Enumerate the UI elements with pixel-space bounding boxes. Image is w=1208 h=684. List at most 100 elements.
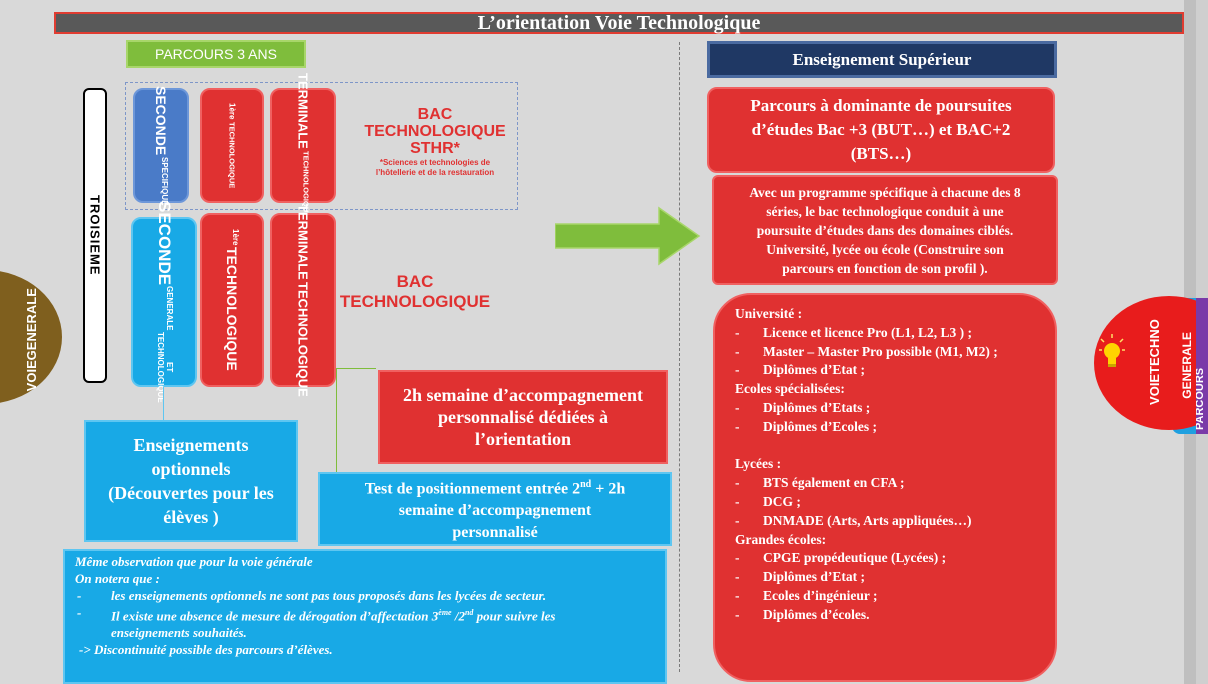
premiere-sthr-sup: 1ère — [227, 103, 237, 120]
column-divider — [679, 42, 680, 672]
observation-last: -> Discontinuité possible des parcours d… — [79, 642, 333, 658]
list-item: -Ecoles d’ingénieur ; — [735, 587, 878, 603]
programme-l1: Avec un programme spécifique à chacune d… — [749, 184, 1021, 200]
test-l1-b: + 2h — [591, 480, 626, 498]
bac-sthr-l2: TECHNOLOGIQUE — [364, 123, 506, 140]
bac-techno-title: BAC TECHNOLOGIQUE — [330, 272, 500, 316]
observation-b2-sup1: ème — [438, 608, 452, 617]
voie-generale-line2: GENERALE — [24, 288, 39, 361]
premiere-sthr-sub: TECHNOLOGIQUE — [227, 121, 237, 188]
terminale-techno-l2: TECHNOLOGIQUE — [295, 281, 311, 397]
observation-b2-sup2: nd — [464, 608, 474, 617]
programme-l4: Université, lycée ou école (Construire s… — [766, 241, 1004, 257]
seconde-spec-sub: SPECIFIQUE — [160, 156, 169, 206]
programme-l3: poursuite d’études dans des domaines cib… — [756, 222, 1014, 238]
troisieme-label: TROISIEME — [84, 88, 106, 383]
debouches-list-box: Université : -Licence et licence Pro (L1… — [713, 293, 1057, 682]
premiere-techno-main: TECHNOLOGIQUE — [224, 247, 240, 372]
observation-l1: Même observation que pour la voie généra… — [75, 554, 313, 569]
generale-label: GENERALE — [1176, 300, 1198, 430]
bac-sthr-note-l2: l’hôtellerie et de la restauration — [375, 168, 495, 177]
seconde-spec-main: SECONDE — [153, 85, 169, 155]
terminale-techno-l1: TERMINALE — [295, 203, 311, 280]
bac-techno-l1: BAC — [396, 272, 434, 291]
bac-sthr-l3: STHR* — [410, 140, 460, 157]
tile-seconde-generale: SECONDE GENERALE ET TECHNOLOGIQUE — [131, 201, 197, 403]
tile-terminale-techno: TERMINALE TECHNOLOGIQUE — [270, 204, 336, 396]
accompagnement-box: 2h semaine d’accompagnement personnalisé… — [378, 370, 668, 464]
tile-terminale-sthr: TERMINALE TECHNOLOGIQUE — [270, 73, 336, 218]
list-item-text: Licence et licence Pro (L1, L2, L3 ) ; — [763, 324, 972, 340]
list-item-text: BTS également en CFA ; — [763, 475, 905, 491]
list-heading-grandes-ecoles: Grandes écoles: — [735, 531, 827, 547]
seconde-gen-sub1: GENERALE — [165, 286, 174, 331]
parcours-dom-l1: Parcours à dominante de poursuites — [750, 96, 1012, 115]
list-item: -DCG ; — [735, 493, 801, 509]
parcours-tab-edge — [1196, 298, 1208, 434]
list-item: -Diplômes d’Ecoles ; — [735, 418, 877, 434]
voie-generale-label: VOIE GENERALE — [14, 288, 50, 391]
list-item-text: DCG ; — [763, 493, 801, 509]
parcours-3-ans-badge: PARCOURS 3 ANS — [126, 40, 306, 68]
observation-bullet-1: -les enseignements optionnels ne sont pa… — [77, 588, 547, 603]
generale-text: GENERALE — [1180, 331, 1194, 399]
observation-b2-b: /2 — [451, 608, 465, 624]
lightbulb-icon — [1099, 334, 1125, 367]
bac-sthr-l1: BAC — [417, 106, 453, 123]
parcours-label: PARCOURS — [1196, 300, 1208, 430]
troisieme-box — [83, 88, 107, 383]
enseignement-superieur-header: Enseignement Supérieur — [707, 41, 1057, 78]
tile-seconde-specifique: SECONDE SPECIFIQUE — [133, 85, 189, 206]
sthr-group-outline — [125, 82, 518, 210]
test-l2: semaine d’accompagnement — [398, 502, 592, 520]
list-item-text: Ecoles d’ingénieur ; — [763, 587, 878, 603]
programme-l2: séries, le bac technologique conduit à u… — [766, 203, 1004, 219]
optionnels-l1: Enseignements — [133, 435, 249, 455]
observation-bullet-2: -Il existe une absence de mesure de déro… — [77, 605, 556, 624]
bac-techno-l2: TECHNOLOGIQUE — [339, 292, 491, 311]
tile-premiere-sthr: 1ère TECHNOLOGIQUE — [200, 88, 264, 203]
list-item-text: Diplômes d’Ecoles ; — [763, 418, 877, 434]
accompagnement-l2: personnalisé dédiées à — [437, 407, 608, 427]
seconde-to-optionnels-connector — [163, 387, 164, 421]
list-item-text: Master – Master Pro possible (M1, M2) ; — [763, 343, 998, 359]
list-item: -DNMADE (Arts, Arts appliquées…) — [735, 512, 972, 528]
list-item: -Diplômes d’Etats ; — [735, 399, 871, 415]
list-item-text: Diplômes d’Etat ; — [763, 569, 865, 585]
accompagnement-l1: 2h semaine d’accompagnement — [403, 385, 643, 405]
list-heading-lycees: Lycées : — [735, 456, 782, 472]
list-item-text: Diplômes d’écoles. — [763, 606, 870, 622]
programme-box: Avec un programme spécifique à chacune d… — [712, 175, 1058, 285]
tile-premiere-techno: 1ère TECHNOLOGIQUE — [200, 213, 264, 387]
test-l3: personnalisé — [452, 524, 538, 542]
bac-sthr-note-l1: *Sciences et technologies de — [379, 158, 491, 167]
seconde-gen-main: SECONDE — [155, 201, 174, 286]
observation-box: Même observation que pour la voie généra… — [63, 549, 667, 684]
parcours-dom-l2: d’études Bac +3 (BUT…) et BAC+2 — [751, 120, 1011, 139]
terminale-sthr-sub: TECHNOLOGIQUE — [301, 151, 311, 218]
troisieme-text: TROISIEME — [87, 195, 103, 276]
list-item: -BTS également en CFA ; — [735, 475, 905, 491]
voie-techno-line1: VOIE — [1147, 373, 1162, 405]
list-item: -Licence et licence Pro (L1, L2, L3 ) ; — [735, 324, 972, 340]
accompagnement-l3: l’orientation — [474, 429, 571, 449]
test-l1-sup: nd — [580, 478, 592, 490]
voie-generale-line1: VOIE — [24, 360, 39, 392]
list-item: -CPGE propédeutique (Lycées) ; — [735, 550, 947, 566]
seconde-gen-sub2: ET TECHNOLOGIQUE — [156, 331, 174, 403]
list-item-text: DNMADE (Arts, Arts appliquées…) — [763, 512, 972, 528]
parcours-dom-l3: (BTS…) — [850, 144, 912, 163]
observation-b1: les enseignements optionnels ne sont pas… — [111, 588, 547, 603]
bracket-connector — [336, 368, 376, 488]
bac-sthr-title: BAC TECHNOLOGIQUE STHR* — [340, 106, 530, 158]
observation-b2-cont: enseignements souhaités. — [111, 625, 247, 641]
optionnels-l4: élèves ) — [163, 507, 219, 527]
programme-l5: parcours en fonction de son profil ). — [782, 260, 988, 276]
voie-techno-line2: TECHNO — [1147, 319, 1162, 374]
list-item: -Diplômes d’écoles. — [735, 606, 870, 622]
right-arrow-icon — [555, 206, 701, 266]
enseignements-optionnels-box: Enseignements optionnels (Découvertes po… — [84, 420, 298, 542]
premiere-techno-sup: 1ère — [231, 228, 240, 246]
optionnels-l3: (Découvertes pour les — [108, 483, 274, 503]
